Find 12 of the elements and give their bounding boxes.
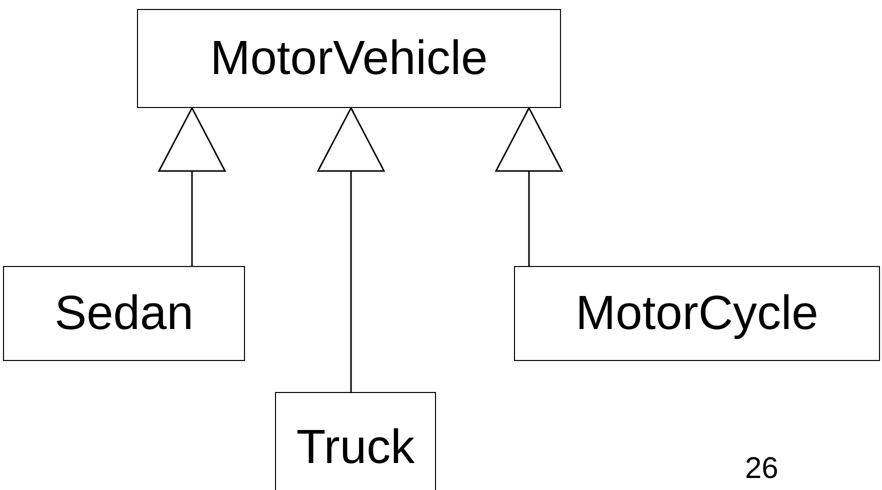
class-box — [3, 266, 245, 361]
class-box — [137, 9, 561, 108]
class-name: MotorVehicle — [210, 31, 488, 86]
page-number: 26 — [745, 452, 778, 486]
generalization-arrow — [495, 107, 563, 266]
class-name: Truck — [296, 420, 415, 474]
class-name: MotorCycle — [576, 286, 818, 341]
class-name: Sedan — [54, 286, 194, 341]
generalization-arrow — [317, 107, 385, 392]
class-box — [514, 266, 880, 361]
class-box — [275, 392, 436, 490]
generalization-arrow — [158, 107, 226, 266]
